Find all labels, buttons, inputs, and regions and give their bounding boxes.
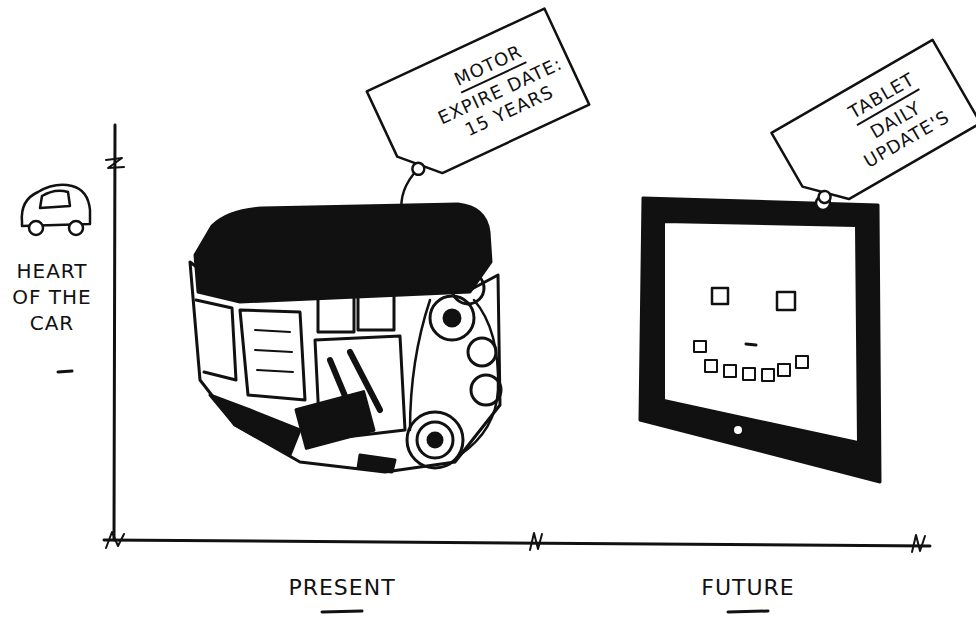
axis-tick (912, 535, 925, 552)
mouth-square (762, 369, 774, 381)
mouth-square (724, 365, 736, 377)
axis-title: HEART OF THE CAR (10, 258, 94, 336)
pulley-hub (444, 310, 460, 326)
x-axis (104, 540, 930, 546)
tag-hole (410, 161, 426, 177)
face-eye (712, 288, 728, 304)
underline (728, 611, 768, 612)
face-mouth (694, 341, 808, 381)
face-eye (777, 292, 795, 310)
engine-part (210, 395, 300, 455)
engine-cover (195, 204, 491, 302)
mouth-square (796, 356, 808, 368)
price-tag: MOTOREXPIRE DATE: 15 YEARS (364, 6, 592, 190)
tablet-screen (664, 222, 858, 442)
tag-shape (771, 40, 976, 216)
mouth-square (778, 364, 790, 376)
axis-label: PRESENT (262, 574, 422, 603)
mouth-square (694, 341, 706, 352)
tablet-frame (640, 198, 880, 482)
pulley (407, 412, 463, 468)
tablet-button (734, 426, 742, 434)
y-axis (114, 125, 115, 540)
engine-part (196, 300, 236, 380)
axis-tick (530, 533, 542, 550)
cylinder (318, 292, 354, 332)
tag-string (401, 169, 418, 214)
axis-label: FUTURE (668, 574, 828, 603)
car-body (22, 185, 90, 226)
mouth-square (743, 368, 755, 380)
car-icon (22, 185, 90, 235)
pulley-hub (428, 433, 442, 447)
pulley (417, 422, 453, 458)
cylinder (358, 290, 394, 330)
belt (410, 300, 498, 455)
pulley (430, 296, 474, 340)
axis-tick (106, 158, 124, 168)
face-nose (746, 344, 756, 345)
axis-tick (106, 532, 124, 548)
price-tag: TABLETDAILY UPDATE'S (769, 37, 976, 219)
car-wheel (69, 221, 83, 235)
engine-part (255, 330, 293, 372)
engine-drawing (190, 204, 501, 472)
tag-shape (367, 9, 589, 188)
mouth-square (705, 360, 717, 372)
engine-part (296, 392, 374, 449)
underline (58, 371, 72, 372)
tablet-drawing (640, 196, 880, 482)
pulley (468, 338, 496, 366)
engine-part (240, 310, 305, 400)
car-wheel (29, 221, 43, 235)
car-window (40, 191, 70, 208)
underline (322, 611, 362, 612)
tag-hole (816, 189, 832, 205)
pulley (452, 272, 484, 304)
engine-part (358, 455, 395, 472)
